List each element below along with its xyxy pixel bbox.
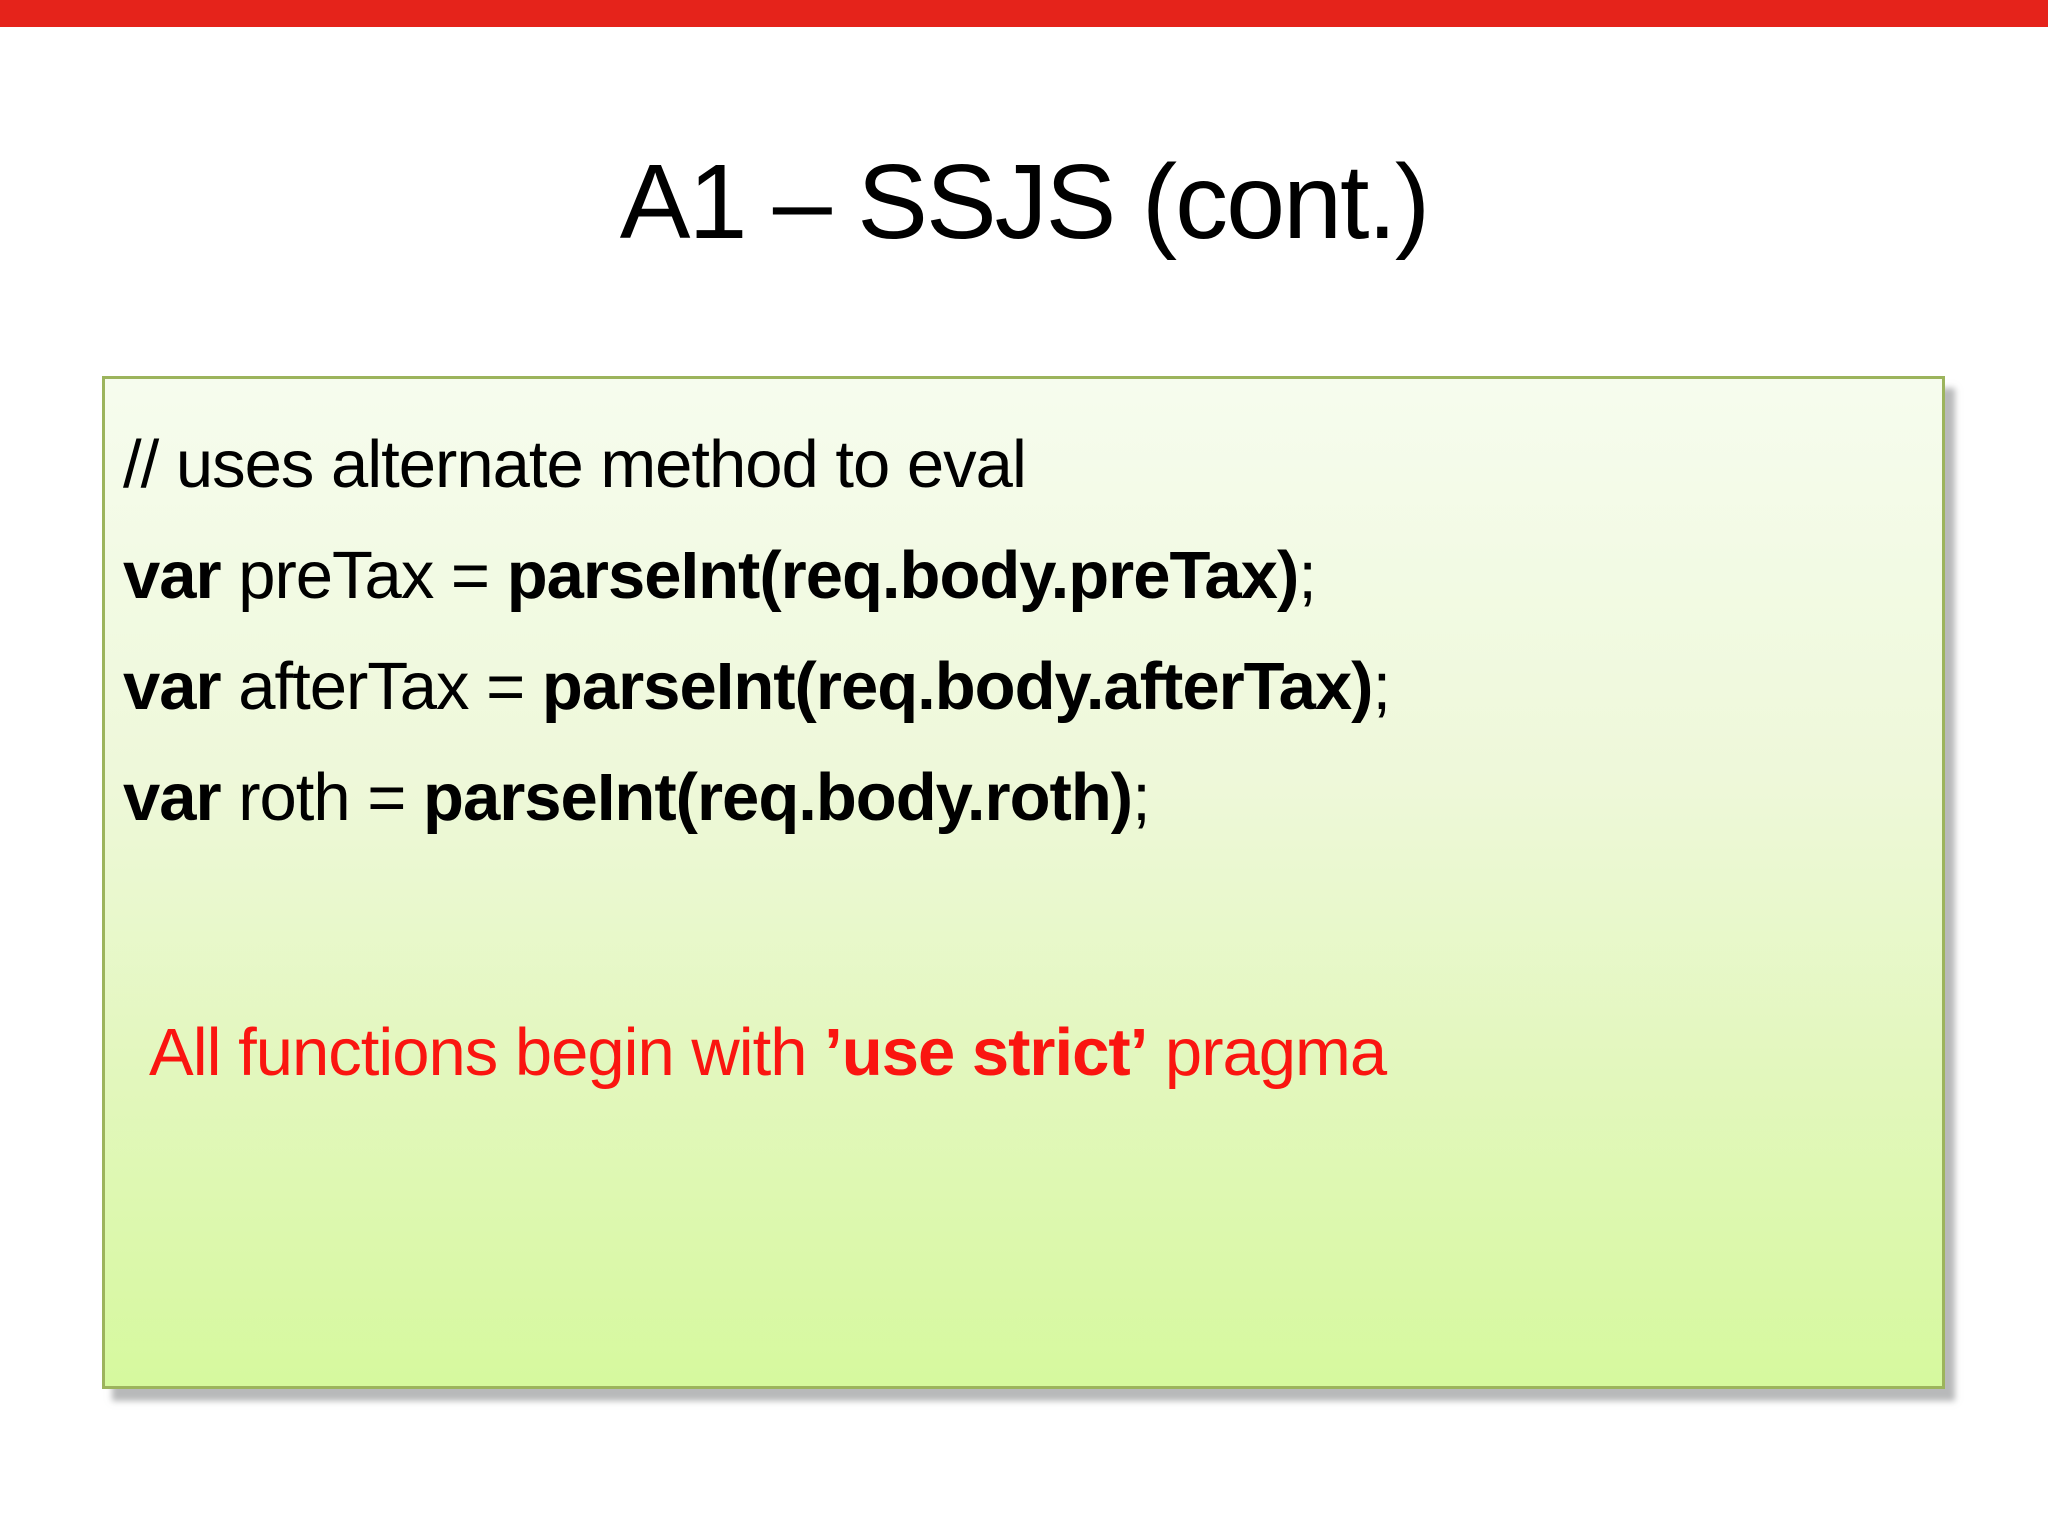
code-line-aftertax: var afterTax = parseInt(req.body.afterTa… [123,631,1922,742]
code-keyword: var [123,649,222,725]
code-keyword: var [123,538,222,614]
code-terminator: ; [1372,649,1391,725]
pragma-note: All functions begin with ’use strict’ pr… [123,1003,1922,1103]
code-line-roth: var roth = parseInt(req.body.roth); [123,742,1922,853]
pragma-note-prefix: All functions begin with [149,1015,825,1091]
code-line-pretax: var preTax = parseInt(req.body.preTax); [123,520,1922,631]
top-red-bar [0,0,2048,27]
slide-title: A1 – SSJS (cont.) [619,143,1430,261]
code-comment-line: // uses alternate method to eval [123,409,1922,520]
code-variable: afterTax = [220,649,542,725]
code-terminator: ; [1132,760,1151,836]
code-expression: parseInt(req.body.roth) [423,760,1133,836]
code-comment: // uses alternate method to eval [123,427,1027,503]
code-panel: // uses alternate method to eval var pre… [102,376,1945,1390]
code-variable: roth = [220,760,424,836]
code-keyword: var [123,760,222,836]
code-expression: parseInt(req.body.preTax) [506,538,1300,614]
pragma-note-emphasis: ’use strict’ [824,1015,1148,1091]
code-block: // uses alternate method to eval var pre… [123,409,1922,853]
pragma-note-suffix: pragma [1147,1015,1387,1091]
code-expression: parseInt(req.body.afterTax) [541,649,1374,725]
code-variable: preTax = [220,538,507,614]
code-terminator: ; [1298,538,1317,614]
